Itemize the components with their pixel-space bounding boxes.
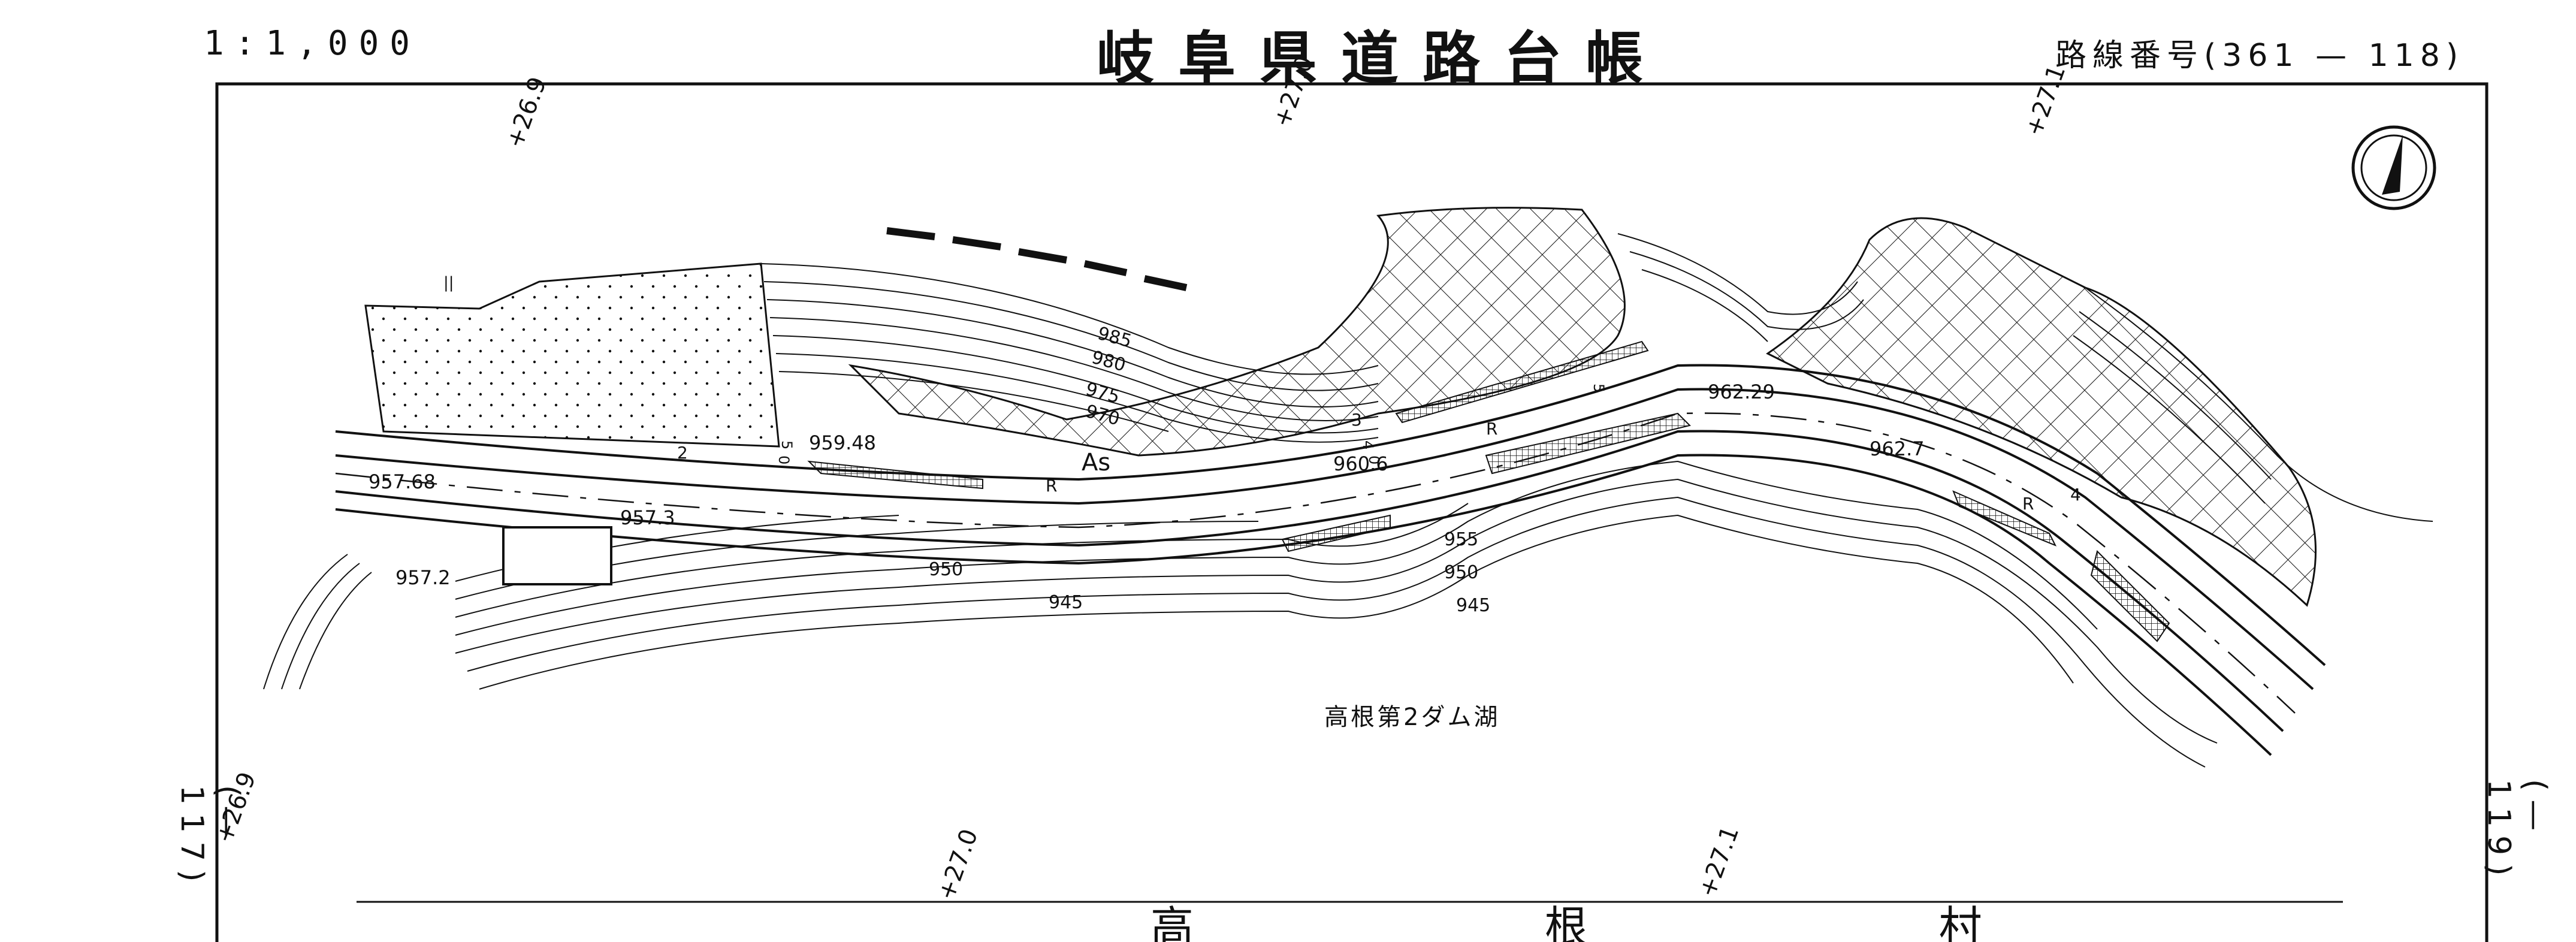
village-name: 高 根 村	[1150, 902, 2090, 942]
dotted-field-area	[364, 262, 780, 448]
contour-lines-upper	[760, 233, 2433, 522]
retaining-strip-3	[1485, 412, 1691, 475]
contour-label: 945	[1049, 592, 1083, 613]
elevation-label: 959.48	[809, 431, 876, 454]
contour-label: 955	[1444, 529, 1478, 550]
contour-label: 950	[929, 559, 963, 580]
station-number: 3	[1351, 410, 1362, 430]
retaining-strip-1	[807, 460, 983, 490]
sheet-frame	[215, 82, 2489, 942]
grid-mark: +27.0	[932, 826, 983, 904]
station-number: 2	[677, 443, 688, 463]
station-number: 4	[2070, 485, 2081, 505]
road-radius-label: R	[1486, 419, 1497, 439]
elevation-label: 957.2	[395, 566, 451, 589]
contour-label: 980	[1089, 347, 1128, 376]
contour-label: 950	[1444, 562, 1478, 583]
elevation-label: 957.3	[620, 506, 675, 529]
elevation-label: 962.7	[1870, 437, 1925, 460]
grid-mark: +27.0	[1268, 53, 1319, 131]
top-wall-dashes	[886, 227, 1188, 291]
elevation-label: 957.68	[369, 470, 436, 493]
elevation-label: 960.6	[1333, 452, 1388, 475]
cliff-area-right	[1766, 217, 2317, 607]
retaining-strip-2	[1281, 514, 1391, 552]
retaining-strip-5	[1952, 490, 2057, 547]
station-number: 5	[1590, 384, 1607, 393]
station-number: 4	[1360, 440, 1376, 449]
cliff-area-left	[848, 207, 1626, 457]
building	[502, 526, 612, 585]
lake-name: 高根第2ダム湖	[1324, 704, 1500, 731]
misc-mark: ||	[443, 274, 454, 292]
grid-mark: +27.1	[2020, 62, 2071, 140]
road-surface-label: As	[1082, 449, 1110, 476]
elevation-label: 962.29	[1708, 381, 1775, 403]
grid-mark: +27.1	[1693, 823, 1744, 901]
contour-label: 985	[1095, 323, 1134, 352]
road-radius-label: R	[1046, 476, 1057, 496]
station-number: 0	[775, 455, 792, 464]
route-number: 路線番号(361 — 118)	[2055, 38, 2465, 74]
contour-lines-lower	[263, 460, 2218, 768]
station-number: 5	[778, 440, 795, 449]
map-scale: 1:1,000	[204, 24, 421, 63]
retaining-strip-4	[1395, 340, 1649, 424]
north-arrow-icon	[2351, 125, 2436, 210]
road-radius-label: R	[2022, 494, 2034, 514]
station-number: 0	[1366, 455, 1382, 464]
retaining-strip-6	[2090, 550, 2170, 642]
page-title: 岐阜県道路台帳	[1097, 25, 1667, 92]
contour-label: 945	[1456, 595, 1490, 616]
